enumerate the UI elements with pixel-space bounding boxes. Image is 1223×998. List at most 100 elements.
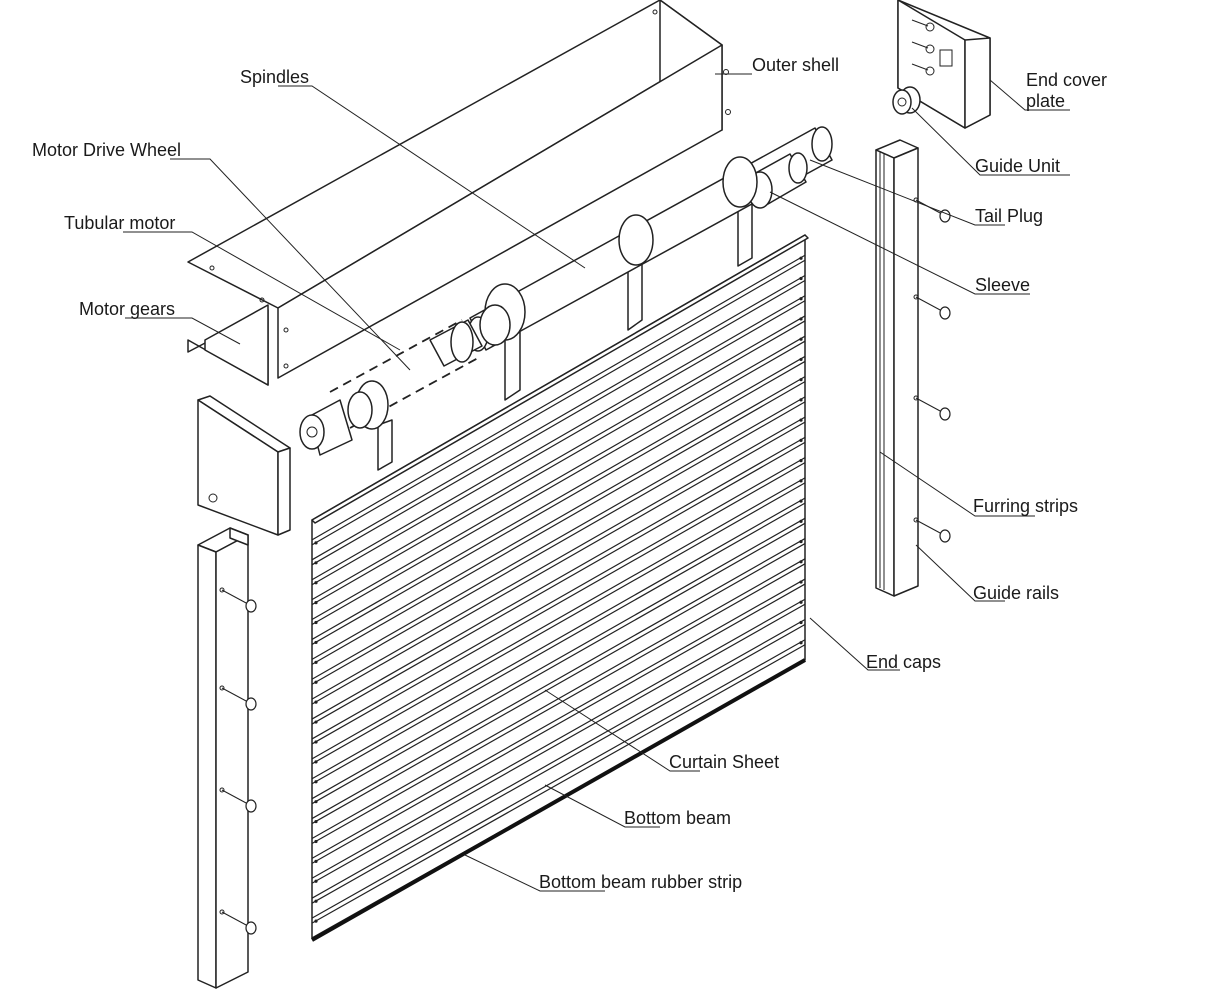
end-cap-rivet [799,641,803,645]
curtain-slat-edge [311,381,806,665]
label-outer-shell: Outer shell [752,55,839,75]
curtain-slat-edge [311,279,806,566]
end-cap-rivet [314,819,318,824]
end-cap-rivet [314,720,318,724]
curtain-slat-edge [311,320,806,606]
motor-gears-bracket [187,304,269,386]
end-cap-rivet [799,560,803,564]
end-cap-rivet [799,276,803,281]
end-cap-rivet [314,899,318,903]
end-cap-rivet [799,600,803,604]
axle-rings [479,156,758,346]
end-cap-rivet [314,640,318,645]
end-cap-rivet [314,780,318,784]
curtain-slat-edge [311,583,806,864]
curtain-slat [311,598,806,879]
end-cover-plate [892,0,991,129]
end-cap-rivet [799,459,803,463]
end-cap-rivet [314,919,318,923]
end-cap-rivet [799,378,803,382]
curtain-slat-edge [311,360,806,645]
callout-labels: Spindles Outer shell End cover plate Mot… [32,55,1107,892]
curtain-slat-edge [311,563,806,844]
end-cap-rivet [799,499,803,503]
end-cap-rivet [314,601,318,605]
curtain-slat [311,355,806,640]
curtain-slat [311,295,806,581]
label-guide-unit: Guide Unit [975,156,1060,176]
end-cap-rivet [314,740,318,744]
end-cap-rivet [314,581,318,585]
curtain-slat [311,517,806,800]
label-end-cover-plate-line1: End cover [1026,70,1107,90]
end-cap-rivet [314,839,318,844]
curtain-slats [311,254,806,924]
curtain-slat [311,335,806,621]
curtain-slat [311,457,806,740]
right-guide-rail [875,139,919,597]
curtain-slat-edge [311,603,806,884]
label-end-caps: End caps [866,652,941,672]
curtain-slat-edge [311,340,806,626]
label-spindles: Spindles [240,67,309,87]
curtain-slat-edge [311,421,806,705]
right-rail-bolts [913,197,951,543]
label-curtain-sheet: Curtain Sheet [669,752,779,772]
curtain-slat [311,274,806,561]
end-cap-rivet [314,760,318,764]
curtain-slat-edge [311,624,806,904]
end-cap-rivet [314,700,318,704]
end-cap-rivet [799,479,803,483]
end-cap-rivet [799,519,803,523]
end-cap-rivet [799,297,803,301]
bottom-beam-rubber-strip [311,658,806,942]
end-cap-rivet [799,620,803,625]
left-guide-rail [197,527,249,989]
curtain-slat [311,477,806,760]
curtain-slat-edge [311,482,806,765]
leader-lines [123,73,1070,892]
label-tail-plug: Tail Plug [975,206,1043,226]
outer-shell [187,0,731,379]
end-cap-rivet [314,561,318,565]
end-cap-rivet [799,337,803,341]
curtain-slat-edge [311,259,806,546]
end-cap-rivet [799,418,803,422]
label-motor-drive-wheel: Motor Drive Wheel [32,140,181,160]
end-cap-rivet [314,859,318,863]
end-cap-rivet [314,800,318,804]
curtain-slat-edge [311,543,806,825]
curtain-slat-edge [311,462,806,745]
label-end-cover-plate-line2: plate [1026,91,1065,111]
tubular-motor [299,319,483,456]
curtain-slat-edge [311,644,806,924]
curtain-sheet [311,234,809,939]
end-cap-rivet [799,256,803,260]
end-cap-rivet [799,398,803,402]
curtain-slat-edge [311,401,806,685]
end-cap-rivet [799,580,803,584]
curtain-slat-edge [311,502,806,785]
end-cap-rivet [314,541,318,545]
label-furring-strips: Furring strips [973,496,1078,516]
curtain-slat [311,254,806,541]
end-cap-rivet [799,539,803,544]
label-motor-gears: Motor gears [79,299,175,319]
curtain-slat [311,315,806,601]
left-rail-bolts [219,587,257,935]
label-tubular-motor: Tubular motor [64,213,175,233]
curtain-slat [311,497,806,780]
end-cap-rivet [314,660,318,664]
curtain-slat [311,538,806,820]
curtain-slat [311,416,806,700]
label-bottom-beam-rubber-strip: Bottom beam rubber strip [539,872,742,892]
curtain-slat [311,396,806,680]
curtain-slat-edge [311,441,806,725]
end-cap-rivet [799,317,803,321]
end-cap-rivet [314,620,318,625]
curtain-slat [311,436,806,720]
label-guide-rails: Guide rails [973,583,1059,603]
label-bottom-beam: Bottom beam [624,808,731,828]
curtain-slat [311,578,806,859]
